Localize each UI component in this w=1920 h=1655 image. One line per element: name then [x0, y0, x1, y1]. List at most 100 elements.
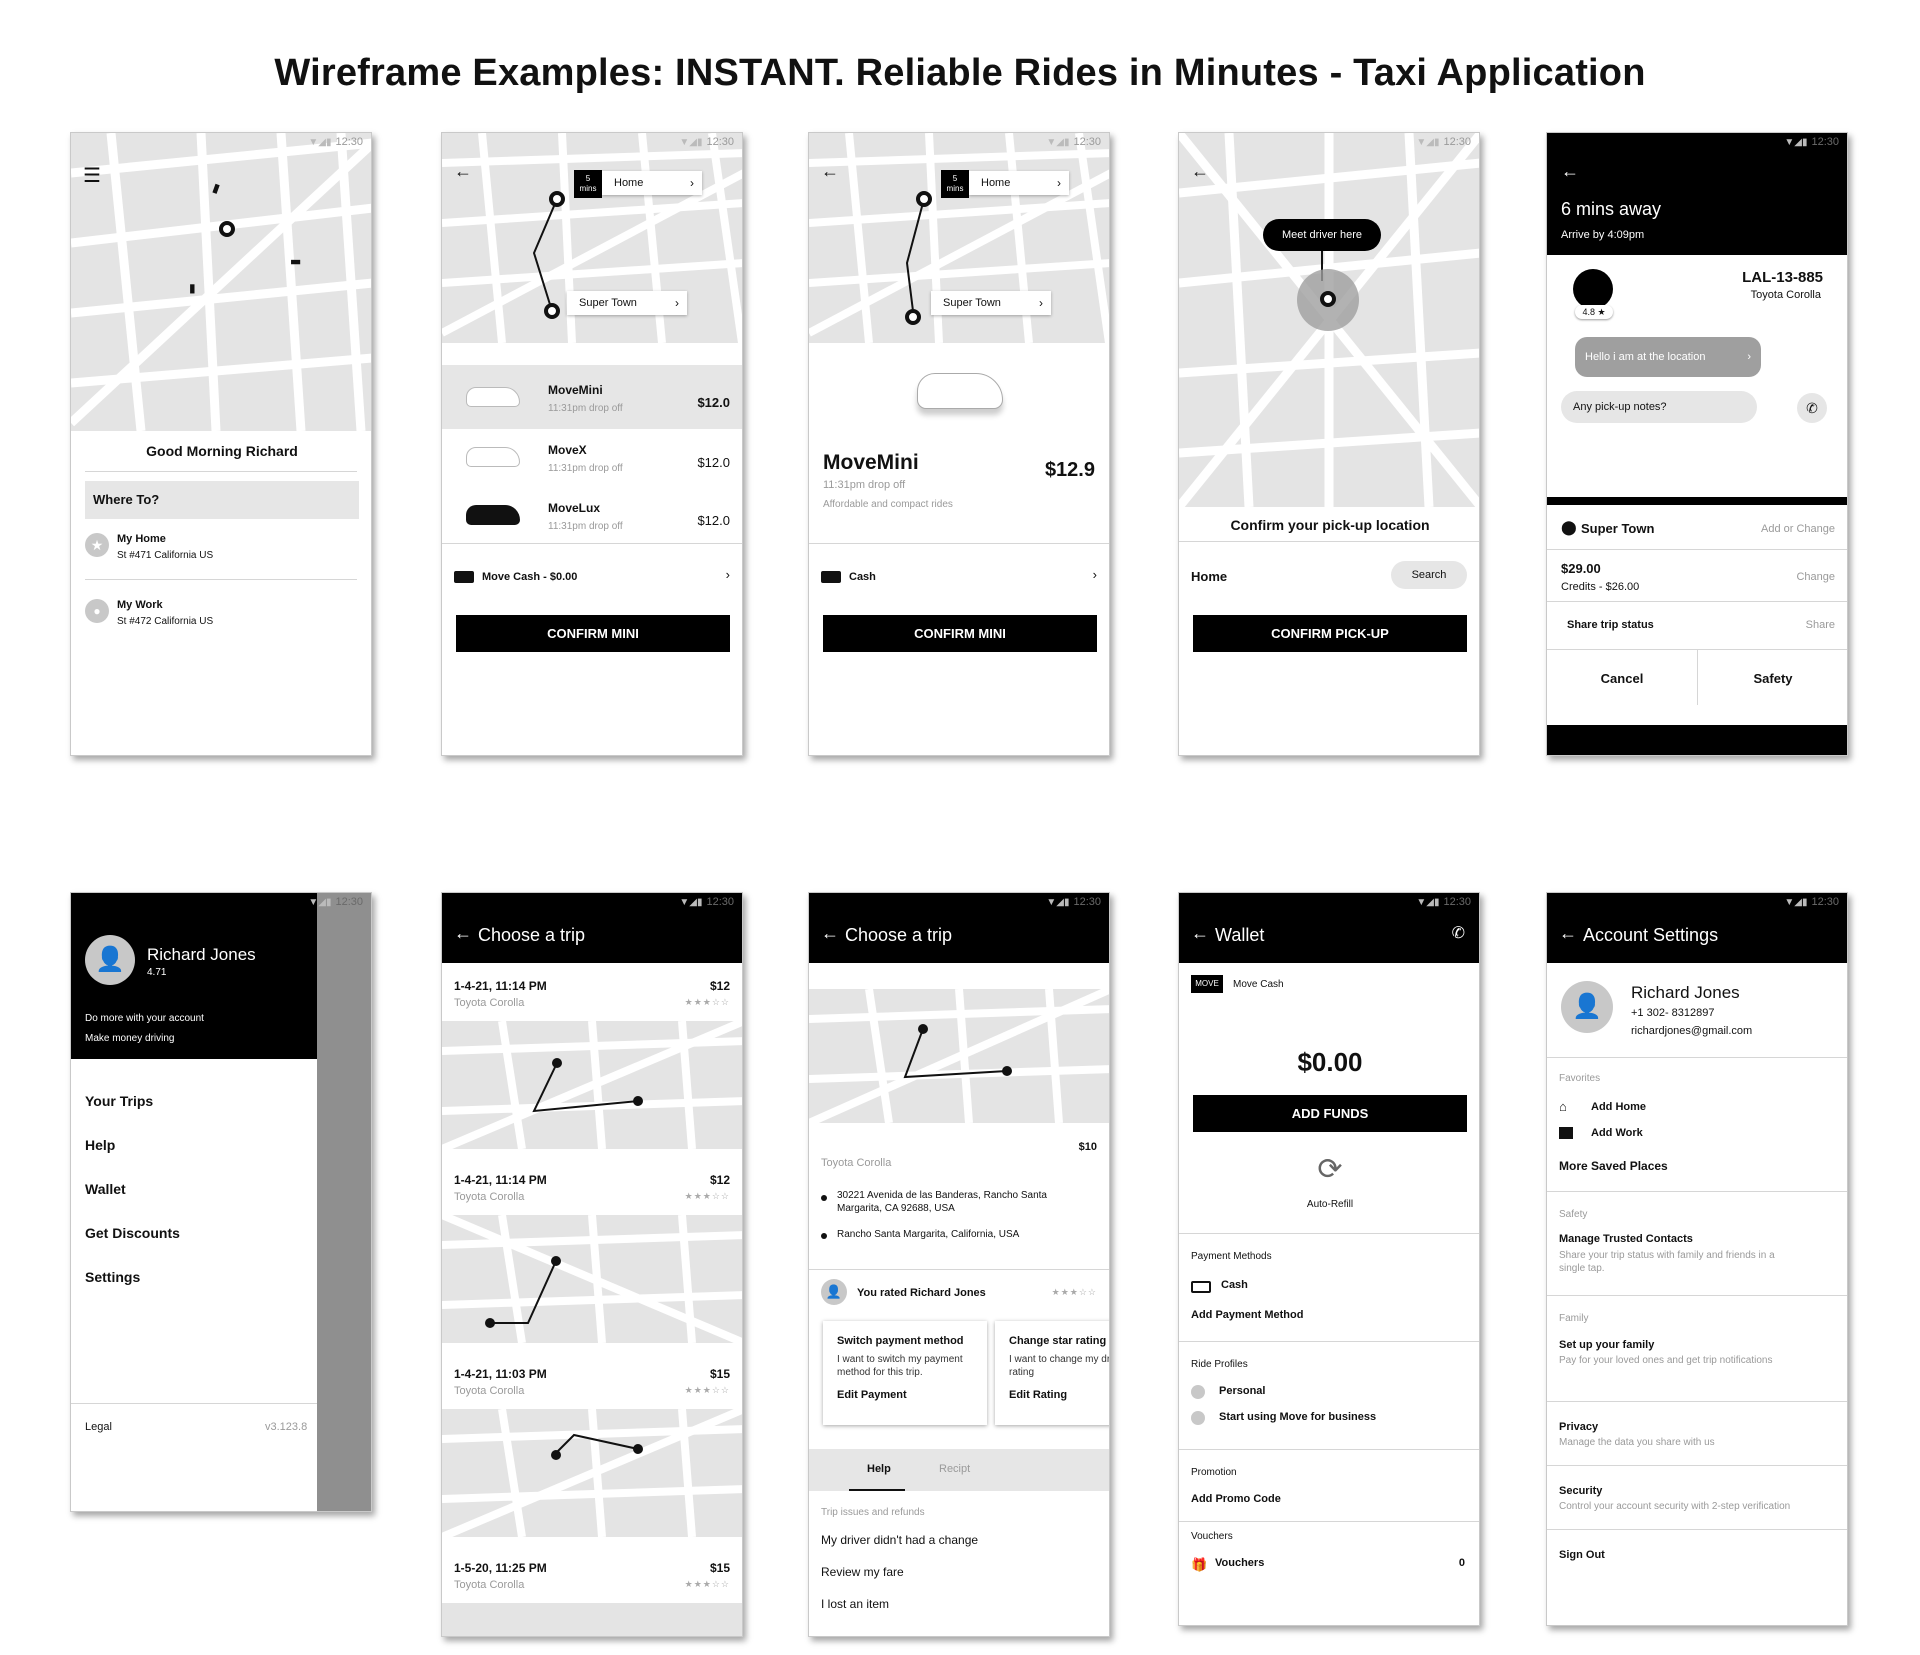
- sign-out[interactable]: Sign Out: [1559, 1549, 1605, 1561]
- back-arrow-icon[interactable]: ←: [454, 161, 472, 181]
- menu-item-settings[interactable]: Settings: [85, 1269, 141, 1285]
- change-link[interactable]: Change: [1796, 571, 1835, 583]
- eta-unit: mins: [946, 184, 964, 193]
- add-change-link[interactable]: Add or Change: [1761, 523, 1835, 535]
- tab-receipt[interactable]: Recipt: [939, 1463, 971, 1475]
- trip-map[interactable]: [442, 1021, 742, 1149]
- menu-item-wallet[interactable]: Wallet: [85, 1181, 126, 1197]
- confirm-pickup-button[interactable]: CONFIRM PICK-UP: [1193, 615, 1467, 652]
- trip-date[interactable]: 1-5-20, 11:25 PM: [454, 1561, 547, 1575]
- security[interactable]: Security: [1559, 1485, 1603, 1497]
- add-funds-button[interactable]: ADD FUNDS: [1193, 1095, 1467, 1132]
- menu-item-get-discounts[interactable]: Get Discounts: [85, 1225, 180, 1241]
- issue-item[interactable]: My driver didn't had a change: [821, 1533, 979, 1547]
- edit-rating-link[interactable]: Edit Rating: [1009, 1389, 1068, 1401]
- business-profile[interactable]: Start using Move for business: [1219, 1411, 1377, 1423]
- card-title: Switch payment method: [837, 1335, 964, 1347]
- avatar[interactable]: 👤: [1561, 981, 1613, 1033]
- trip-rating: ★★★☆☆: [684, 1191, 730, 1201]
- trip-date[interactable]: 1-4-21, 11:03 PM: [454, 1367, 547, 1381]
- divider: [1547, 1529, 1847, 1530]
- add-home[interactable]: Add Home: [1591, 1101, 1646, 1113]
- add-promo-code[interactable]: Add Promo Code: [1191, 1493, 1281, 1505]
- cancel-button[interactable]: Cancel: [1600, 671, 1644, 686]
- add-payment-method[interactable]: Add Payment Method: [1191, 1309, 1304, 1321]
- phone-icon[interactable]: ✆: [1451, 925, 1465, 942]
- destination-pill[interactable]: Home›: [969, 171, 1069, 195]
- header: ← Choose a trip: [809, 893, 1109, 963]
- work-label[interactable]: My Work: [117, 599, 163, 611]
- back-arrow-icon[interactable]: ←: [1559, 923, 1577, 943]
- back-arrow-icon[interactable]: ←: [821, 161, 839, 181]
- trip-map[interactable]: [442, 1603, 742, 1636]
- promo-line-1[interactable]: Do more with your account: [85, 1013, 204, 1024]
- rated-stars[interactable]: ★★★☆☆: [1051, 1287, 1097, 1297]
- ride-name[interactable]: MoveLux: [548, 501, 601, 515]
- map[interactable]: [71, 133, 371, 431]
- destination: Super Town: [1581, 521, 1655, 536]
- back-arrow-icon[interactable]: ←: [454, 923, 472, 943]
- back-arrow-icon[interactable]: ←: [1191, 923, 1209, 943]
- promo-line-2[interactable]: Make money driving: [85, 1033, 175, 1044]
- add-work[interactable]: Add Work: [1591, 1127, 1643, 1139]
- chevron-right-icon[interactable]: ›: [1092, 567, 1097, 582]
- menu-item-help[interactable]: Help: [85, 1137, 116, 1153]
- search-button[interactable]: Search: [1391, 561, 1467, 589]
- home-label[interactable]: My Home: [117, 533, 166, 545]
- trip-map[interactable]: [442, 1215, 742, 1343]
- menu-item-your-trips[interactable]: Your Trips: [85, 1093, 154, 1109]
- driver-message[interactable]: Hello i am at the location›: [1575, 337, 1761, 377]
- wallet-balance: $0.00: [1297, 1047, 1363, 1077]
- privacy[interactable]: Privacy: [1559, 1421, 1599, 1433]
- payment-method[interactable]: Move Cash - $0.00: [482, 571, 578, 583]
- edit-payment-link[interactable]: Edit Payment: [837, 1389, 907, 1401]
- pickup-notes-input[interactable]: Any pick-up notes?: [1561, 391, 1757, 423]
- trip-map[interactable]: [442, 1409, 742, 1537]
- tab-help[interactable]: Help: [867, 1463, 891, 1475]
- back-arrow-icon[interactable]: ←: [1191, 161, 1209, 181]
- cash-method[interactable]: Cash: [1221, 1279, 1248, 1291]
- status-bar: ▼◢▮12:30: [1046, 896, 1101, 908]
- trip-map[interactable]: [809, 989, 1109, 1123]
- ride-description: Affordable and compact rides: [823, 499, 953, 510]
- more-saved-places[interactable]: More Saved Places: [1559, 1159, 1668, 1173]
- trusted-contacts[interactable]: Manage Trusted Contacts: [1559, 1233, 1693, 1245]
- back-arrow-icon[interactable]: ←: [821, 923, 839, 943]
- origin-pill[interactable]: Super Town›: [931, 291, 1051, 315]
- payment-method[interactable]: Cash: [849, 571, 876, 583]
- car-white-icon[interactable]: [466, 447, 520, 467]
- confirm-mini-button[interactable]: CONFIRM MINI: [823, 615, 1097, 652]
- avatar[interactable]: 👤: [85, 935, 135, 985]
- personal-profile[interactable]: Personal: [1219, 1385, 1266, 1397]
- phone-icon[interactable]: ✆: [1797, 393, 1827, 423]
- eta-number: 5: [952, 174, 958, 183]
- origin-pill[interactable]: Super Town›: [567, 291, 687, 315]
- chevron-right-icon[interactable]: ›: [725, 567, 730, 582]
- trip-date[interactable]: 1-4-21, 11:14 PM: [454, 1173, 547, 1187]
- divider: [71, 1403, 317, 1404]
- menu-icon[interactable]: ☰: [83, 165, 101, 187]
- rated-driver: You rated Richard Jones: [857, 1287, 986, 1299]
- switch-payment-card[interactable]: Switch payment method I want to switch m…: [823, 1321, 987, 1425]
- trip-price: $12: [709, 1173, 730, 1187]
- back-arrow-icon[interactable]: ←: [1561, 161, 1579, 181]
- setup-family[interactable]: Set up your family: [1559, 1339, 1655, 1351]
- legal-link[interactable]: Legal: [85, 1421, 112, 1433]
- auto-refill-icon[interactable]: ⟳: [1317, 1153, 1343, 1186]
- share-link[interactable]: Share: [1805, 619, 1835, 631]
- car-black-icon[interactable]: [466, 505, 520, 525]
- change-rating-card[interactable]: Change star rating I want to change my d…: [995, 1321, 1109, 1425]
- trip-date[interactable]: 1-4-21, 11:14 PM: [454, 979, 547, 993]
- destination-pill[interactable]: Home›: [602, 171, 702, 195]
- menu-overlay[interactable]: [317, 893, 371, 1511]
- ride-name[interactable]: MoveX: [548, 443, 587, 457]
- issue-item[interactable]: Review my fare: [821, 1565, 904, 1579]
- where-to-input[interactable]: Where To?: [85, 481, 359, 519]
- issue-item[interactable]: I lost an item: [821, 1597, 890, 1611]
- confirm-mini-button[interactable]: CONFIRM MINI: [456, 615, 730, 652]
- ride-dropoff: 11:31pm drop off: [548, 521, 623, 532]
- vouchers-item[interactable]: Vouchers: [1215, 1557, 1265, 1569]
- safety-button[interactable]: Safety: [1753, 671, 1793, 686]
- payment-methods-label: Payment Methods: [1191, 1251, 1272, 1262]
